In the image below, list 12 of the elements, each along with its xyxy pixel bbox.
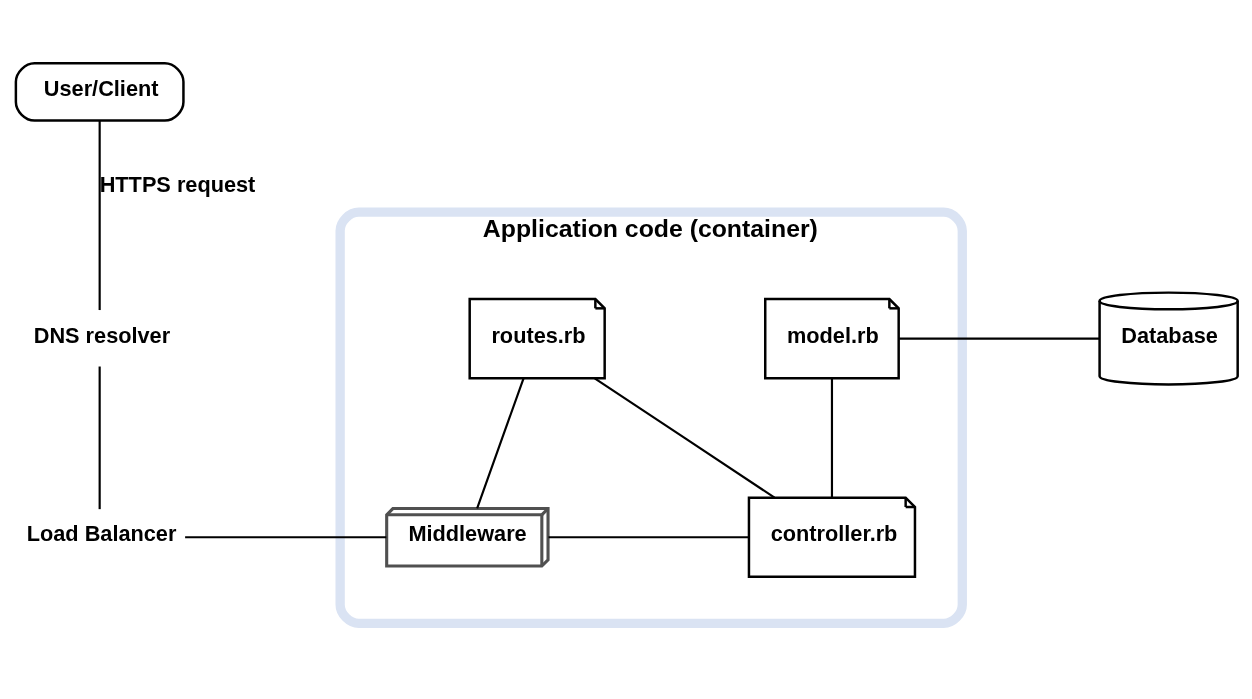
connector xyxy=(830,378,834,498)
connector xyxy=(899,337,1100,340)
node-box: User/Client xyxy=(14,61,185,122)
edge-label: HTTPS request xyxy=(99,172,256,198)
connector xyxy=(476,377,525,509)
connector xyxy=(185,536,387,539)
connector xyxy=(98,120,101,311)
connector xyxy=(594,377,776,499)
connector xyxy=(548,536,749,539)
node-text: DNS resolver xyxy=(33,322,171,348)
node-text: Load Balancer xyxy=(26,521,177,547)
connector xyxy=(98,366,101,510)
